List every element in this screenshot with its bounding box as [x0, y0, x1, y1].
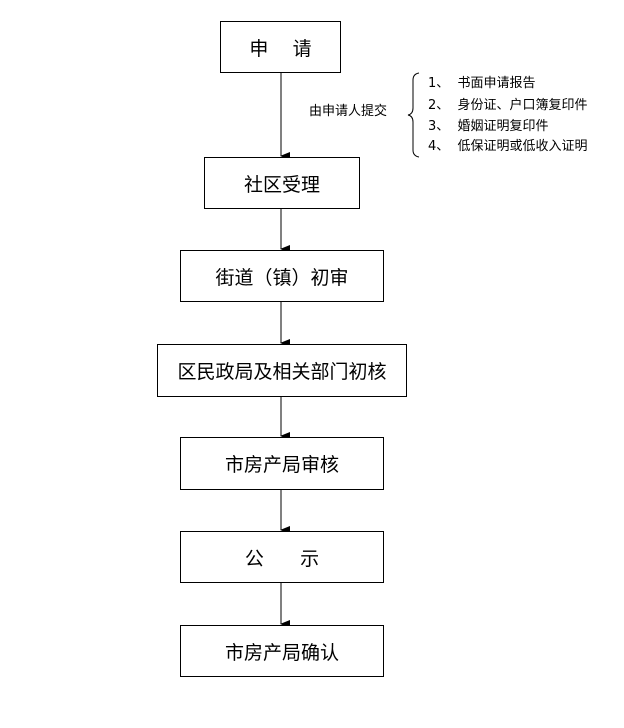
- submit-note: 由申请人提交: [309, 104, 388, 119]
- step-label: 申 请: [249, 37, 312, 60]
- step-label: 公 示: [244, 547, 320, 570]
- material-item: 3、 婚姻证明复印件: [428, 119, 549, 134]
- step-label: 市房产局确认: [224, 641, 339, 664]
- step-label: 社区受理: [243, 173, 320, 196]
- step-community-accept: 社区受理: [204, 157, 360, 209]
- step-label: 街道（镇）初审: [215, 266, 349, 289]
- material-item: 4、 低保证明或低收入证明: [428, 139, 588, 154]
- step-label: 市房产局审核: [224, 454, 339, 476]
- step-label: 区民政局及相关部门初核: [177, 361, 387, 383]
- material-item: 1、 书面申请报告: [428, 76, 536, 91]
- step-street-review: 街道（镇）初审: [180, 250, 384, 302]
- step-housing-review: 市房产局审核: [180, 437, 384, 490]
- brace: [407, 72, 420, 158]
- step-apply: 申 请: [220, 21, 341, 73]
- step-publicity: 公 示: [180, 531, 384, 583]
- step-district-check: 区民政局及相关部门初核: [157, 344, 407, 397]
- material-item: 2、 身份证、户口簿复印件: [428, 98, 588, 113]
- step-housing-confirm: 市房产局确认: [180, 625, 384, 677]
